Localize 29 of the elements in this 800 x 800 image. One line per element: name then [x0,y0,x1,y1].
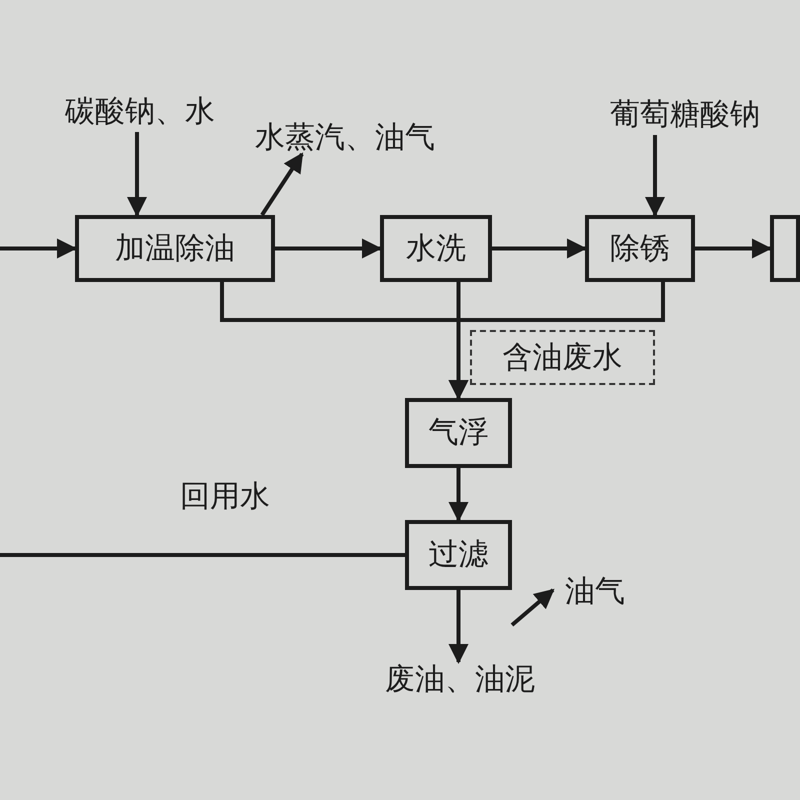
stream-label: 碳酸钠、水 [65,97,215,127]
process-box [380,215,492,282]
process-box [75,215,275,282]
flow-arrow [448,468,468,522]
process-box [405,520,512,590]
stream-label: 葡萄糖酸钠 [610,100,760,130]
process-label: 含油废水 [502,342,622,372]
process-label: 除锈 [610,234,670,264]
process-label: 过滤 [428,540,488,570]
dashed-box [470,330,655,385]
flow-arrow [492,238,587,258]
flow-arrow [510,588,555,627]
flow-arrow [275,238,382,258]
process-box [405,398,512,468]
stream-label: 油气 [565,577,625,607]
flow-arrow [448,590,468,664]
stream-label: 水蒸汽、油气 [255,123,435,153]
flow-arrow [0,238,77,258]
process-box [585,215,695,282]
process-label: 水洗 [406,234,466,264]
flow-arrow [645,135,665,217]
edge-label: 回用水 [180,482,270,512]
process-label: 加温除油 [115,234,235,264]
flow-arrow [127,132,147,217]
process-label: 气浮 [428,418,488,448]
flow-arrow [695,238,772,258]
equipment-box [770,215,800,282]
stream-label: 废油、油泥 [385,665,535,695]
flow-arrow [260,152,304,216]
